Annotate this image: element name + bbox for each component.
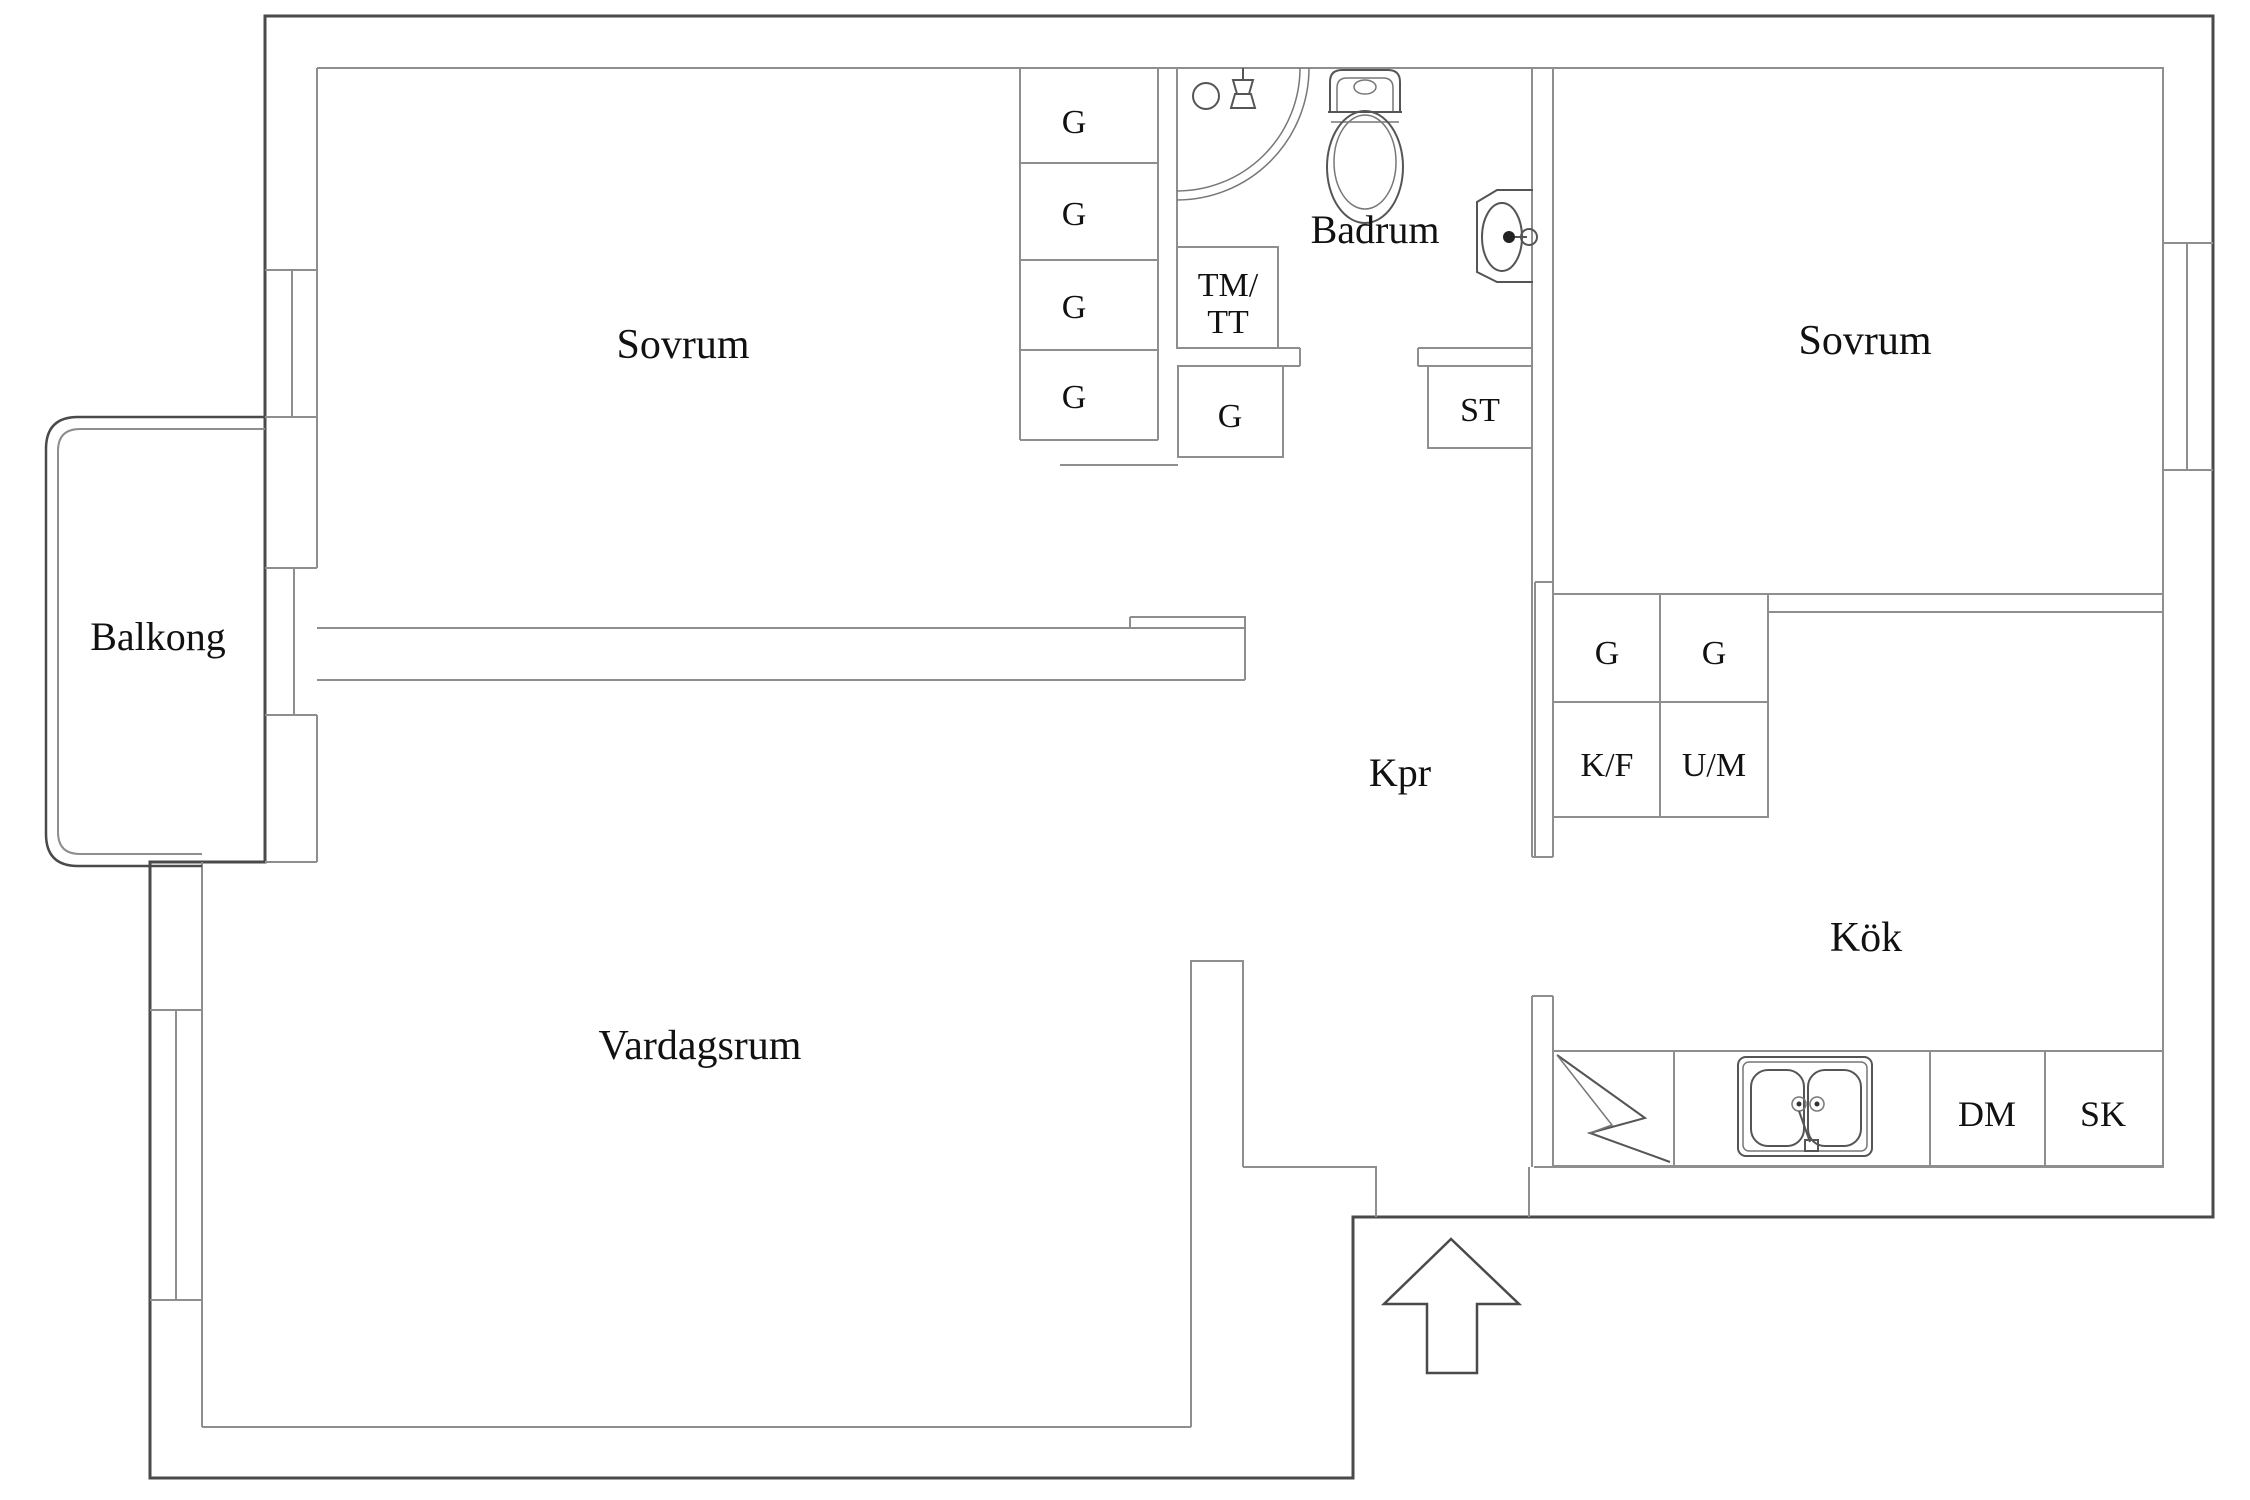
closet-label-g-2: G xyxy=(1062,196,1087,233)
closet-label-g-1: G xyxy=(1062,104,1087,141)
shower-icon xyxy=(1176,67,1310,201)
room-label-sovrum-2: Sovrum xyxy=(1798,318,1931,364)
block-label-kf: K/F xyxy=(1581,747,1634,784)
closet-label-g-4: G xyxy=(1062,379,1087,416)
room-label-kpr: Kpr xyxy=(1369,750,1431,795)
balcony-railing xyxy=(44,415,265,868)
cleaning-closet xyxy=(1427,365,1533,449)
kitchen-unit-label-dm: DM xyxy=(1958,1094,2016,1134)
window-bedroom1 xyxy=(265,269,317,418)
window-livingroom xyxy=(150,1009,202,1301)
kitchen-counter xyxy=(1552,1050,2164,1167)
window-bedroom2 xyxy=(2163,242,2213,471)
toilet-icon xyxy=(1326,69,1404,224)
room-label-balkong: Balkong xyxy=(90,614,226,659)
laundry-label-line1: TM/ xyxy=(1198,267,1259,304)
block-label-g-2: G xyxy=(1702,635,1727,672)
hall-wardrobe-label: G xyxy=(1218,398,1243,435)
hall-wardrobe xyxy=(1177,365,1284,458)
bedroom-closet-column xyxy=(1019,68,1158,441)
room-label-vardagsrum: Vardagsrum xyxy=(599,1023,802,1069)
cleaning-closet-label: ST xyxy=(1460,392,1500,429)
closet-outlines xyxy=(1019,68,2164,1167)
closet-label-g-3: G xyxy=(1062,289,1087,326)
room-label-badrum: Badrum xyxy=(1311,207,1440,252)
block-label-g-1: G xyxy=(1595,635,1620,672)
room-label-kok: Kök xyxy=(1830,915,1902,961)
laundry-cabinet xyxy=(1176,246,1279,349)
laundry-label-line2: TT xyxy=(1207,304,1249,341)
washbasin-icon xyxy=(1476,189,1538,283)
entrance-arrow-icon xyxy=(1380,1237,1523,1375)
stove-zigzag-icon xyxy=(1556,1054,1671,1163)
outer-wall xyxy=(148,14,2215,1480)
windows xyxy=(150,242,2213,1301)
room-label-sovrum-1: Sovrum xyxy=(616,322,749,368)
sink-icon xyxy=(1737,1056,1873,1157)
kitchen-unit-label-sk: SK xyxy=(2080,1094,2126,1134)
closet-block-wall-bar xyxy=(1534,581,1553,858)
block-label-um: U/M xyxy=(1682,747,1746,784)
inner-walls xyxy=(201,67,2164,1428)
